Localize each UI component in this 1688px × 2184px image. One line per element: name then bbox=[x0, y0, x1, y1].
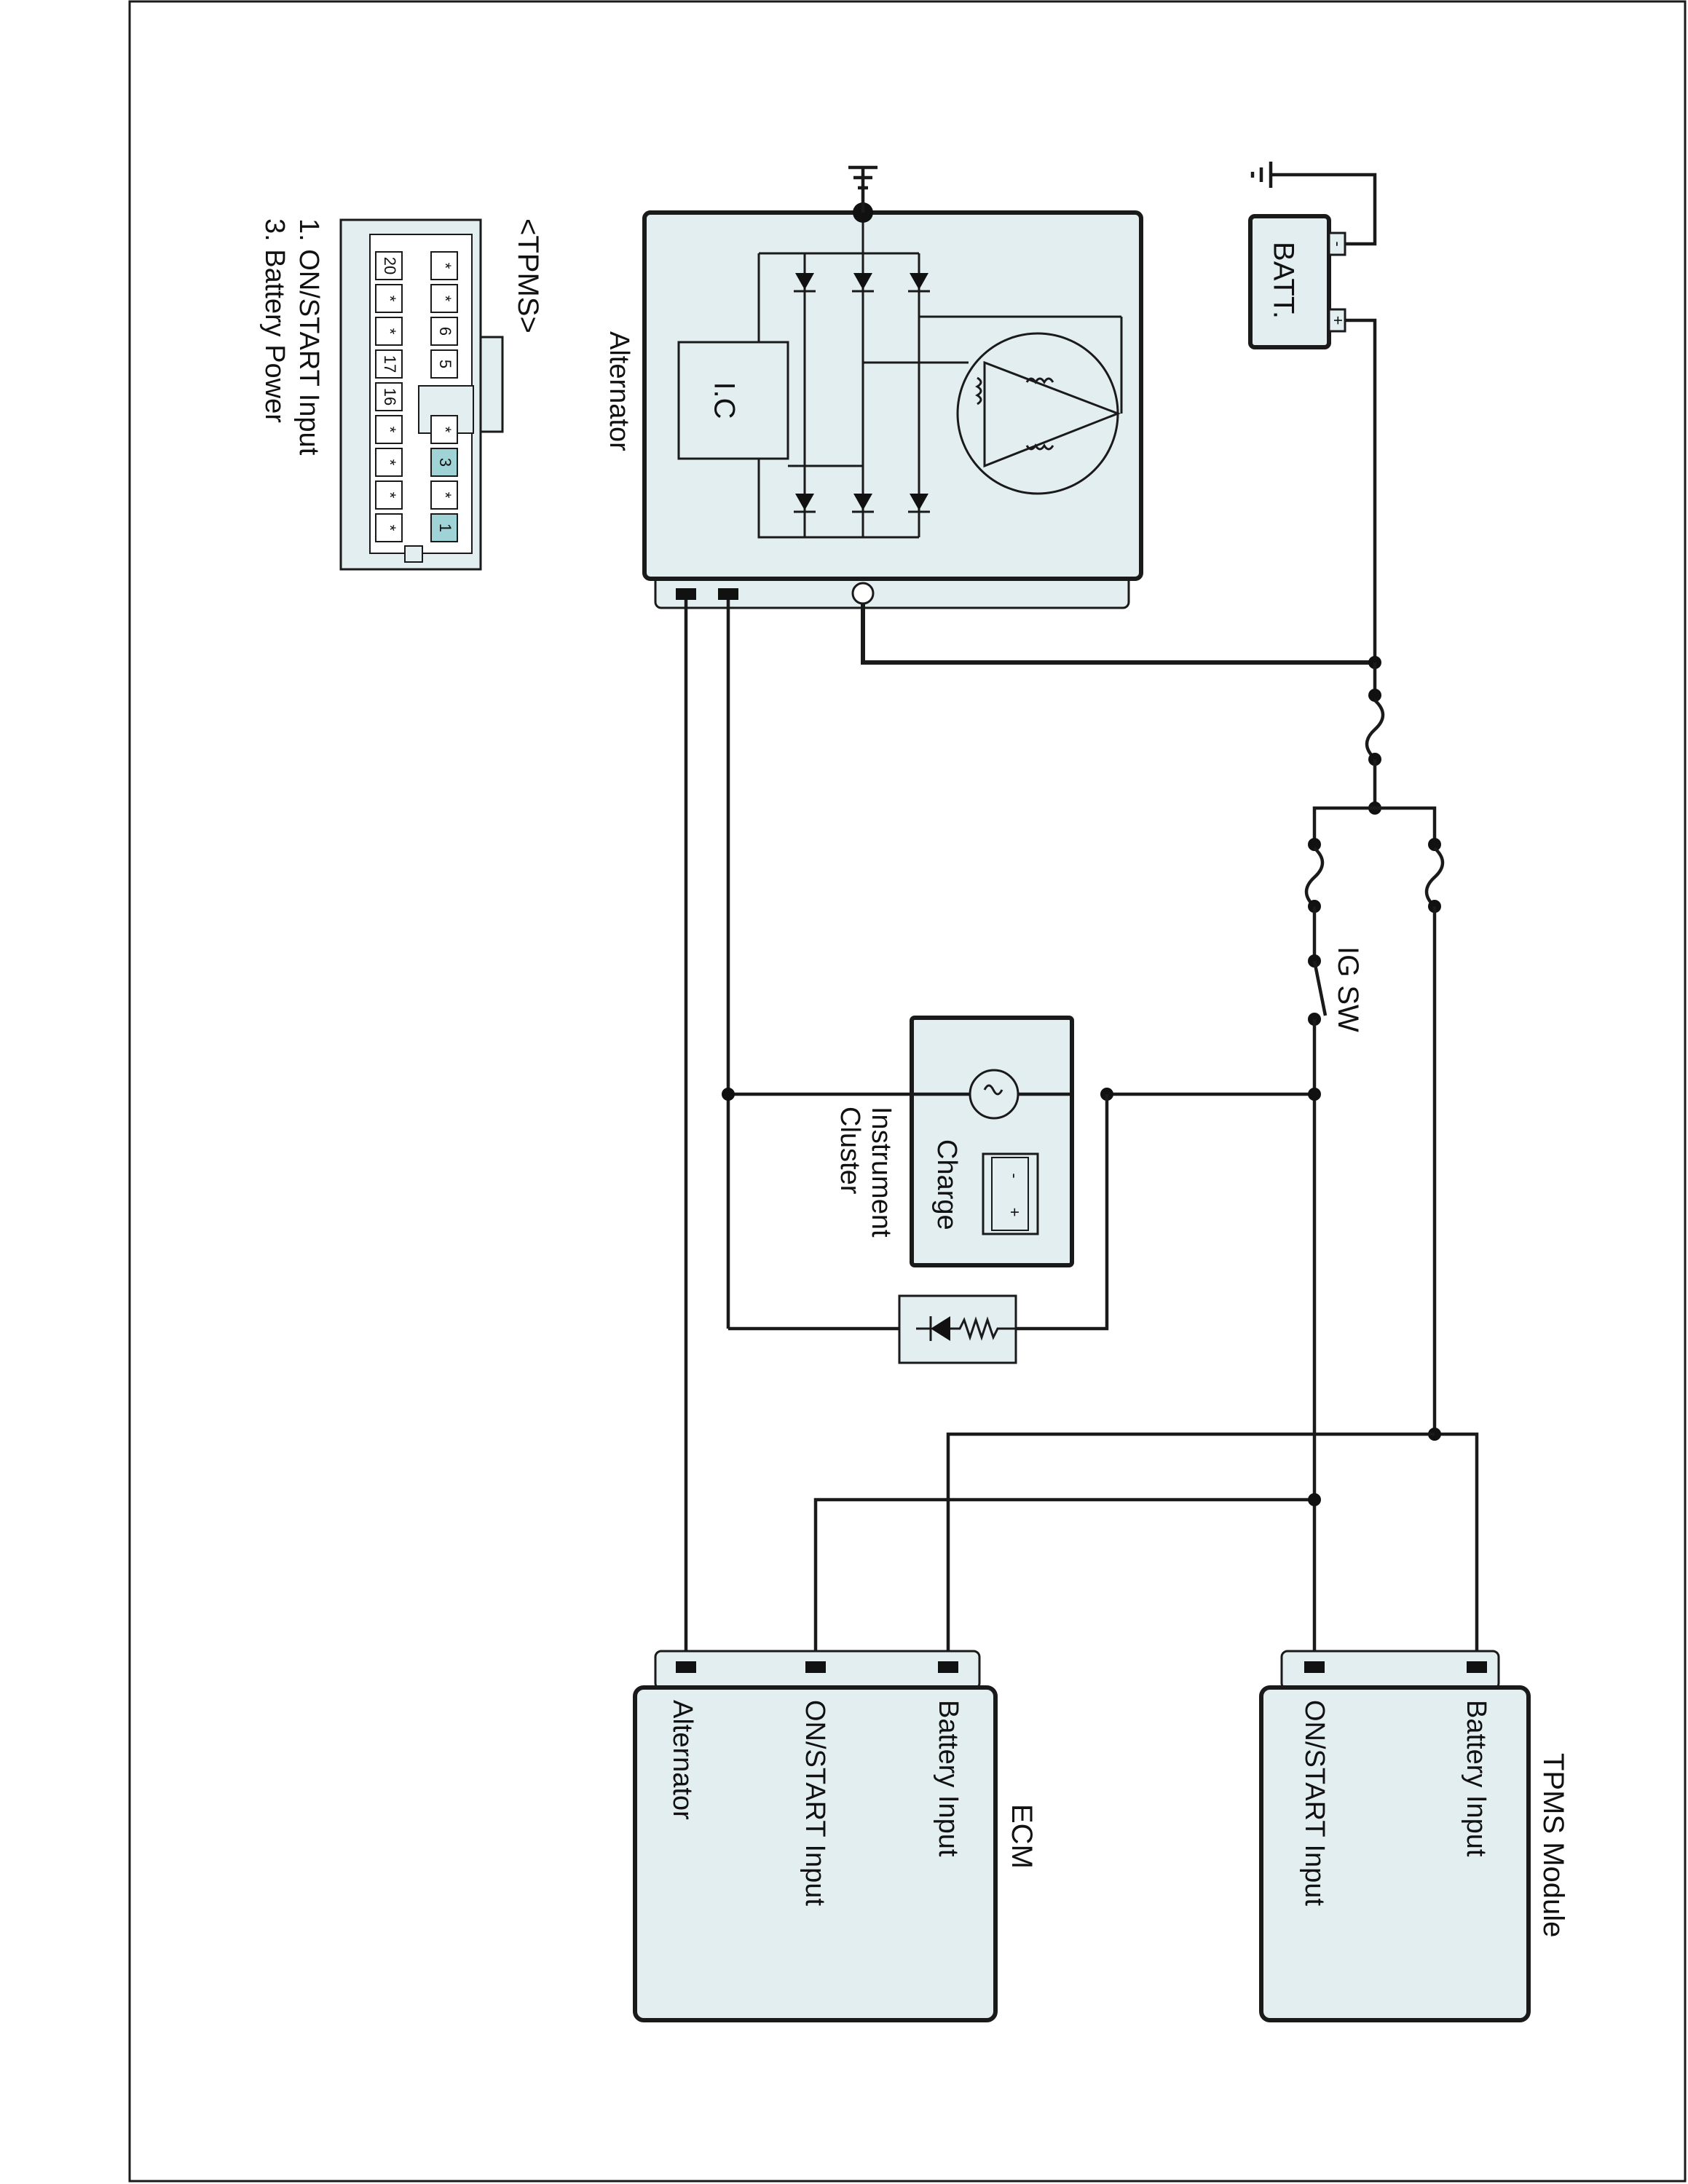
svg-text:-: - bbox=[1006, 1173, 1024, 1178]
stator-delta bbox=[983, 360, 1121, 468]
alternator-box bbox=[642, 210, 1143, 581]
connector-cavity bbox=[430, 317, 458, 346]
battery-box bbox=[1248, 214, 1331, 349]
tpms-connector-view: 1 * 3 * 5 6 * * * * * * 16 17 * * 20 <TPMS> 1. ON/START… bbox=[259, 218, 544, 571]
resistor-diode-module bbox=[898, 1294, 1017, 1364]
connector-cavity bbox=[375, 284, 403, 313]
connector-cavity bbox=[430, 251, 458, 280]
connector-cavity bbox=[430, 349, 458, 379]
svg-text:+: + bbox=[1329, 316, 1347, 325]
tpms-module-title: TPMS Module bbox=[1537, 1753, 1569, 1937]
connector-row-1: 1 * 3 * 5 6 * * bbox=[430, 251, 458, 542]
connector-cavity-label: * bbox=[381, 492, 399, 499]
connector-cavity-label: * bbox=[436, 263, 454, 269]
rectifier-diodes bbox=[794, 273, 930, 513]
connector-cavity bbox=[375, 448, 403, 477]
ig-switch-label: IG SW bbox=[1332, 946, 1364, 1032]
connector-cavity bbox=[375, 317, 403, 346]
ecm-title: ECM bbox=[1006, 1804, 1038, 1869]
charge-label: Charge bbox=[931, 1139, 962, 1230]
ecm-block: Battery Input ON/START Input Alternator … bbox=[633, 1650, 1038, 2022]
tpms-pin-battery-input: Battery Input bbox=[1461, 1700, 1491, 1857]
alternator-label: Alternator bbox=[604, 331, 634, 451]
connector-cavity bbox=[430, 513, 458, 542]
connector-cavity bbox=[375, 480, 403, 510]
connector-cavity bbox=[430, 284, 458, 313]
tpms-module-box bbox=[1259, 1685, 1531, 2022]
connector-cavity-label: 1 bbox=[436, 523, 454, 532]
connector-cavity bbox=[375, 415, 403, 444]
connector-cavity-label: * bbox=[381, 296, 399, 302]
page-frame bbox=[128, 0, 1687, 2183]
connector-title: <TPMS> bbox=[512, 218, 544, 333]
connector-cavity-label: 5 bbox=[436, 360, 454, 368]
connector-cavity-label: 3 bbox=[436, 458, 454, 467]
ecm-box bbox=[633, 1685, 998, 2022]
connector-legend-2: 3. Battery Power bbox=[259, 218, 290, 423]
connector-cavity bbox=[430, 448, 458, 477]
connector-cavity-label: * bbox=[381, 459, 399, 466]
battery-block: - + BATT. bbox=[1248, 162, 1377, 349]
connector-cavity bbox=[375, 513, 403, 542]
cluster-label-2: Cluster bbox=[835, 1107, 865, 1195]
connector-cavity bbox=[430, 415, 458, 444]
connector-cavity bbox=[375, 382, 403, 411]
connector-cavity bbox=[430, 480, 458, 510]
svg-text:+: + bbox=[1006, 1208, 1024, 1217]
ecm-pin-battery-input: Battery Input bbox=[933, 1700, 963, 1857]
instrument-cluster: - + Charge Instrument Cluster bbox=[835, 1016, 1074, 1267]
connector-cavity-label: 16 bbox=[381, 388, 399, 405]
alternator-block: I.C bbox=[604, 165, 1143, 609]
ic-box bbox=[677, 341, 789, 460]
alternator-b-terminal bbox=[851, 582, 875, 605]
cluster-label-1: Instrument bbox=[866, 1107, 896, 1238]
ecm-pin-alternator: Alternator bbox=[667, 1700, 698, 1820]
connector-cavity-label: * bbox=[381, 525, 399, 531]
connector-legend-1: 1. ON/START Input bbox=[293, 218, 324, 456]
connector-cavity-label: * bbox=[436, 296, 454, 302]
battery-warning-icon bbox=[982, 1152, 1039, 1235]
connector-cavity-label: 17 bbox=[381, 355, 399, 373]
connector-cavity-label: * bbox=[436, 427, 454, 433]
connector-cavity-label: 6 bbox=[436, 327, 454, 336]
ecm-pin-on-start-input: ON/START Input bbox=[800, 1700, 830, 1906]
connector-cavity-label: * bbox=[436, 492, 454, 499]
connector-cavity-label: 20 bbox=[381, 257, 399, 274]
battery-label: BATT. bbox=[1267, 242, 1299, 319]
rectifier-bus bbox=[757, 252, 919, 539]
connector-row-2: * * * * 16 17 * * 20 bbox=[375, 251, 403, 542]
wiring bbox=[684, 318, 1479, 1667]
connector-cavity-label: * bbox=[381, 328, 399, 335]
tpms-module-block: Battery Input ON/START Input TPMS Module bbox=[1259, 1650, 1569, 2022]
connector-cavity bbox=[375, 251, 403, 280]
connector-cavity-label: * bbox=[381, 427, 399, 433]
connector-cavity bbox=[375, 349, 403, 379]
cluster-box bbox=[910, 1016, 1074, 1267]
tpms-pin-on-start-input: ON/START Input bbox=[1299, 1700, 1330, 1906]
svg-text:-: - bbox=[1329, 241, 1347, 246]
ic-label: I.C bbox=[708, 381, 740, 419]
